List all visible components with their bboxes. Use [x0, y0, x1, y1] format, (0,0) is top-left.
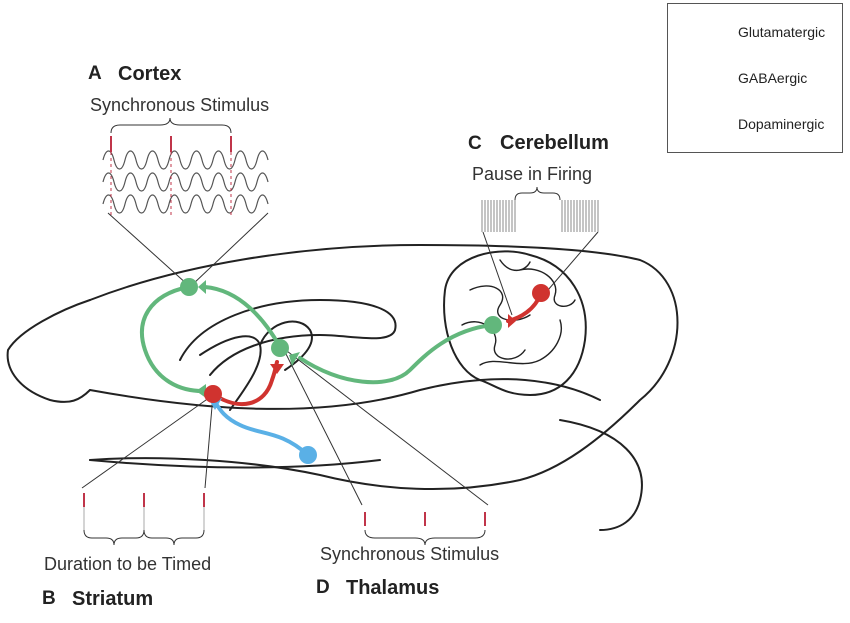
panel-c-letter: C	[468, 133, 482, 154]
terminal-glutamatergic-thalamus	[289, 352, 300, 366]
striatum-brace-right	[143, 529, 205, 546]
striatum-to-thalamus-projection	[211, 360, 279, 407]
brain-outline	[6, 244, 679, 531]
cerebellum-folia-2	[461, 321, 526, 360]
striatum-brace-left	[83, 529, 145, 546]
striatum-duration-inset	[83, 493, 205, 546]
panel-b-letter: B	[42, 588, 56, 609]
neuron-somata	[180, 278, 550, 464]
panel-c-title: Cerebellum	[500, 132, 609, 154]
synaptic-terminals	[196, 280, 516, 410]
legend-label-dopaminergic: Dopaminergic	[738, 116, 825, 132]
olfactory-bulb	[6, 299, 91, 403]
terminal-glutamatergic-cortex	[198, 280, 206, 294]
cerebellum-outline	[443, 250, 587, 396]
legend-label-glutamatergic: Glutamatergic	[738, 24, 826, 40]
cortex-wave-1	[102, 150, 269, 170]
thalamus-to-cortex-projection	[203, 285, 282, 349]
cortex-wave-3	[102, 194, 269, 214]
cerebellum-to-thalamus-projection	[298, 323, 494, 385]
purkinje-neuron	[532, 284, 550, 302]
cerebellum-folia-5	[499, 259, 531, 272]
cerebellum-folia-3	[479, 319, 562, 366]
striatum-stimulus-ticks	[83, 493, 205, 507]
panel-a-caption: Synchronous Stimulus	[90, 95, 270, 115]
striatum-tick-stems	[83, 507, 205, 530]
zoom-lines	[81, 212, 599, 506]
brainstem-lower	[89, 459, 381, 469]
panel-b-title: Striatum	[72, 588, 154, 610]
cerebellar-nucleus-neuron	[484, 316, 502, 334]
panel-c-caption: Pause in Firing	[472, 164, 593, 184]
thalamus-brace	[364, 529, 486, 546]
thalamus-stimulus-ticks	[364, 512, 486, 526]
terminal-glutamatergic-striatum	[196, 384, 206, 398]
panel-a-letter: A	[88, 63, 102, 84]
cerebellum-pause-inset	[481, 186, 599, 232]
thalamus-stimulus-inset	[364, 512, 486, 546]
terminal-gabaergic-thalamus	[270, 364, 284, 374]
cortex-to-striatum-projection	[139, 285, 208, 394]
terminal-gabaergic-cerebellum	[508, 314, 516, 328]
cortex-stimulus-ticks	[110, 136, 232, 152]
dopamine-projection	[213, 400, 310, 457]
striatum-neuron	[204, 385, 222, 403]
panel-d-title: Thalamus	[346, 577, 440, 599]
cerebellum-folia-4	[519, 268, 576, 307]
cerebellum-brace	[514, 186, 561, 201]
brainstem-extension	[559, 419, 643, 531]
dopamine-neuron	[299, 446, 317, 464]
cortex-brace	[110, 117, 232, 134]
cortex-stimulus-inset	[102, 117, 269, 215]
panel-d-letter: D	[316, 577, 330, 598]
thalamus-neuron	[271, 339, 289, 357]
cortex-stimulus-dashes	[110, 152, 232, 215]
corpus-callosum	[179, 299, 397, 376]
cortex-neuron	[180, 278, 198, 296]
cortex-wave-2	[102, 172, 269, 192]
brain-outline-main	[89, 244, 679, 491]
legend-label-gabaergic: GABAergic	[738, 70, 808, 86]
projections	[139, 285, 543, 457]
brainstem-upper	[89, 378, 601, 410]
cerebellum-spike-train	[481, 200, 599, 232]
legend: Glutamatergic GABAergic Dopaminergic	[667, 3, 843, 153]
panel-b-caption: Duration to be Timed	[44, 554, 212, 574]
panel-a-title: Cortex	[118, 63, 182, 85]
panel-d-caption: Synchronous Stimulus	[320, 544, 500, 564]
